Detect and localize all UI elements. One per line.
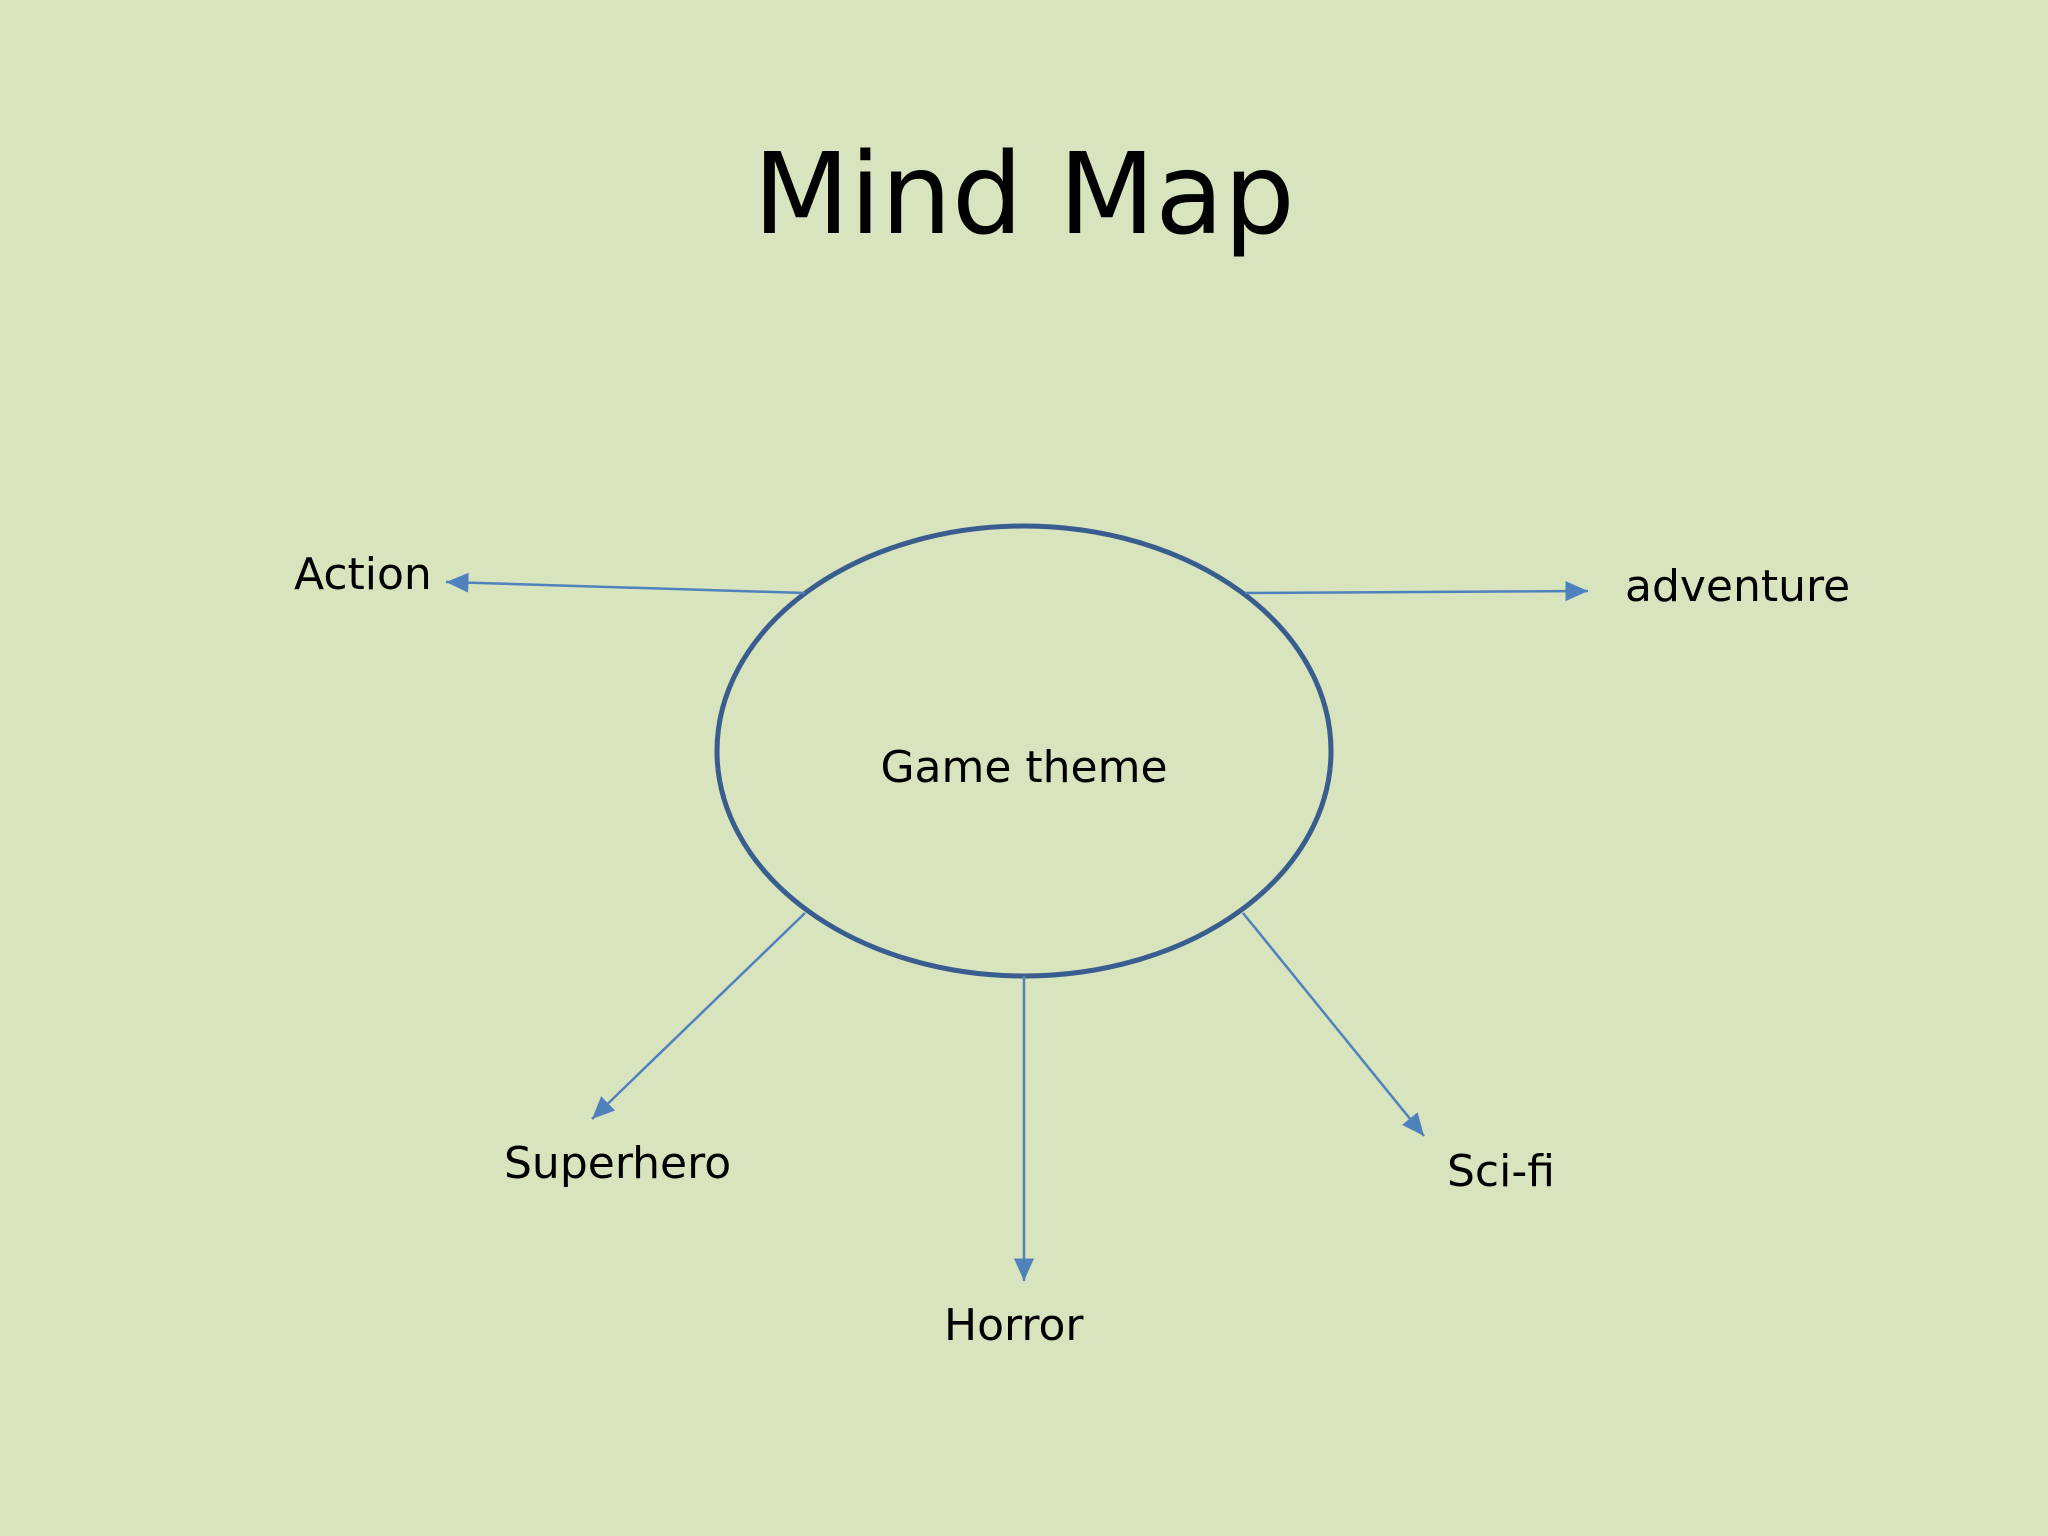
arrow-to-action bbox=[445, 572, 806, 595]
branch-label-scifi: Sci-fi bbox=[1447, 1146, 1555, 1197]
arrow-to-superhero bbox=[591, 912, 806, 1120]
center-node-label: Game theme bbox=[880, 742, 1168, 793]
branch-label-horror: Horror bbox=[944, 1300, 1084, 1351]
page-title: Mind Map bbox=[753, 130, 1295, 260]
branch-label-action: Action bbox=[294, 549, 432, 600]
branch-label-adventure: adventure bbox=[1625, 561, 1851, 612]
branch-label-superhero: Superhero bbox=[504, 1138, 732, 1189]
arrow-to-adventure bbox=[1244, 581, 1589, 602]
arrow-to-scifi bbox=[1242, 912, 1425, 1137]
